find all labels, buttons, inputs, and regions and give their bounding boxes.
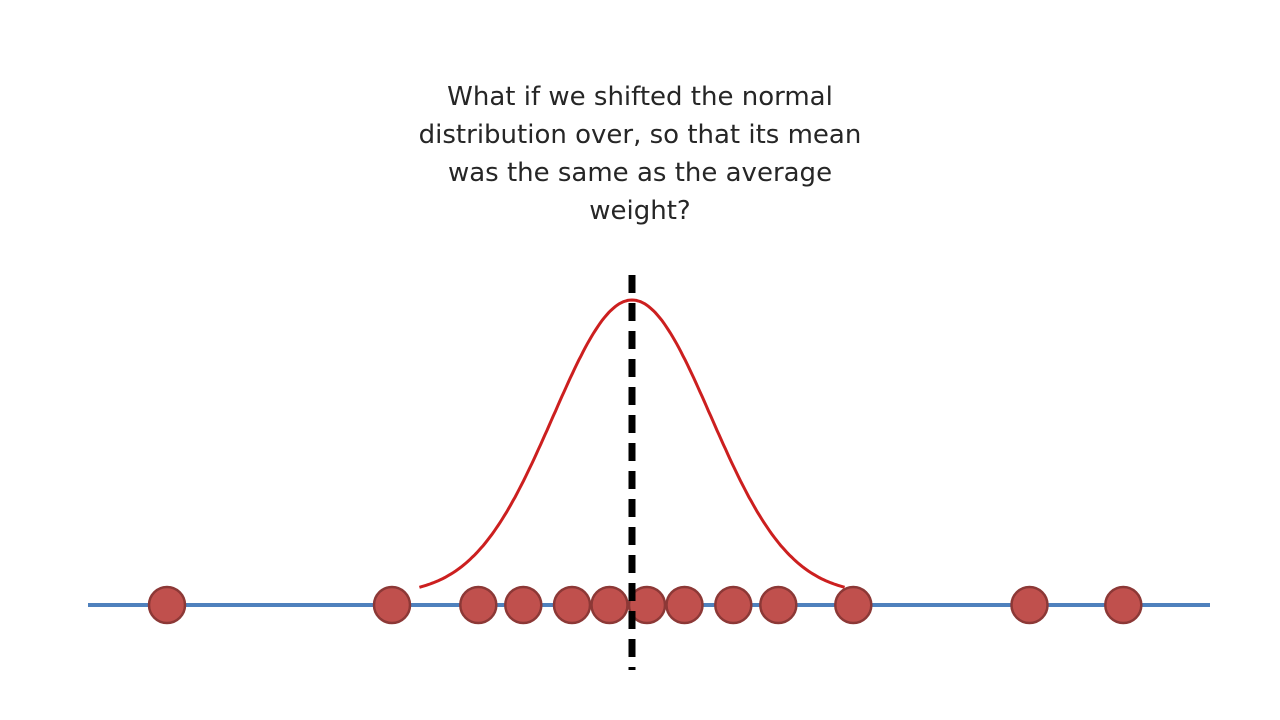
normal-curve: [418, 298, 846, 589]
data-point: [665, 585, 704, 625]
data-point: [504, 585, 543, 625]
data-point: [834, 585, 873, 625]
data-point: [590, 585, 629, 625]
caption-line-3: was the same as the average: [447, 158, 833, 188]
data-point: [627, 585, 667, 625]
caption-line-1: What if we shifted the normal: [447, 82, 833, 112]
data-points: [147, 585, 1143, 625]
data-point: [552, 585, 592, 625]
data-point: [714, 585, 753, 625]
slide-caption: What if we shifted the normal distributi…: [390, 78, 890, 230]
data-point: [147, 585, 187, 625]
data-point: [1010, 585, 1049, 625]
caption-line-4: weight?: [589, 196, 691, 226]
data-point: [1104, 585, 1143, 625]
data-point: [372, 585, 412, 625]
caption-line-2: distribution over, so that its mean: [418, 120, 862, 150]
data-point: [759, 585, 798, 625]
data-point: [459, 585, 498, 625]
